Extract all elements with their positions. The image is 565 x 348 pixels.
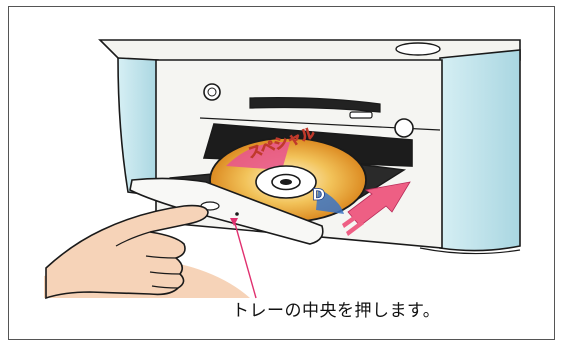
tray-dot <box>235 212 239 216</box>
eject-button <box>394 118 414 138</box>
pointer-line <box>233 219 257 299</box>
instruction-caption: トレーの中央を押します。 <box>232 301 441 321</box>
desk-edge <box>419 247 521 255</box>
push-arrow-icon <box>342 181 411 236</box>
pointing-hand <box>44 204 250 300</box>
left-side-panel <box>117 57 159 197</box>
cd-tray-front <box>129 177 324 245</box>
disc-label-line2: D <box>312 185 325 204</box>
pointer-arrowhead <box>230 218 238 226</box>
right-side-panel <box>439 49 521 252</box>
case-top-badge <box>395 42 441 56</box>
floppy-slot <box>249 97 381 113</box>
floppy-eject <box>349 111 373 119</box>
